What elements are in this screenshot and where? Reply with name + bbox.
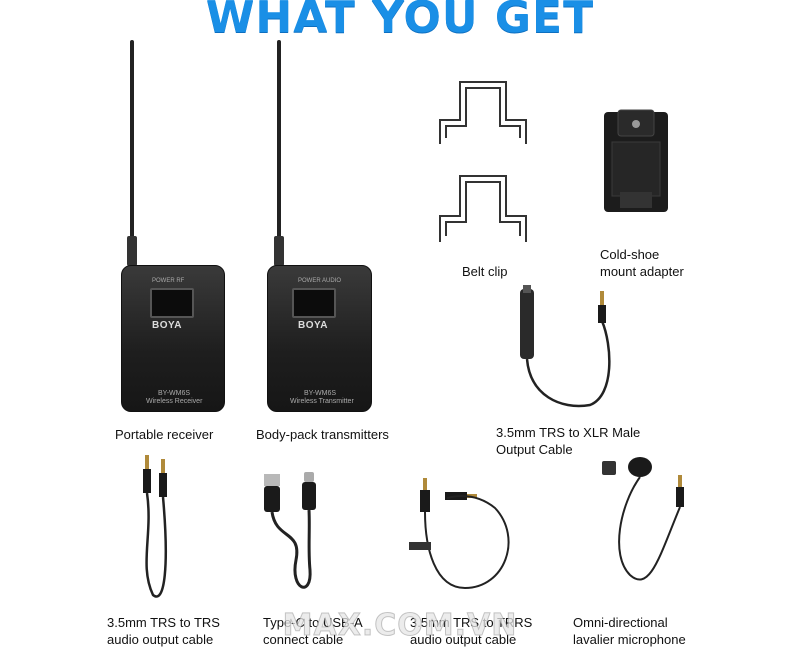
page-title: WHAT YOU GET: [205, 0, 595, 43]
item-label-portable-receiver: Portable receiver: [115, 427, 214, 442]
bodypack-transmitter-image: POWER AUDIO BOYA BY-WM6S Wireless Transm…: [263, 40, 373, 415]
belt-clip-image: [439, 81, 527, 242]
item-label-trs-trs-cable: 3.5mm TRS to TRS audio output cable: [107, 615, 220, 647]
item-label-bodypack-transmitters: Body-pack transmitters: [256, 427, 389, 442]
receiver-subtitle: Wireless Receiver: [146, 398, 203, 405]
receiver-model: BY-WM6S: [158, 390, 191, 397]
trs-trs-cable-image: [143, 455, 167, 598]
usb-cable-image: [264, 472, 316, 589]
cold-shoe-mount-image: [604, 109, 668, 212]
receiver-brand: BOYA: [152, 320, 182, 331]
transmitter-model: BY-WM6S: [304, 390, 337, 397]
transmitter-top-label: POWER AUDIO: [298, 278, 342, 284]
xlr-cable-image: [520, 285, 611, 408]
item-label-lavalier-mic: Omni-directional lavalier microphone: [573, 615, 686, 647]
item-label-belt-clip: Belt clip: [462, 264, 508, 279]
item-label-usb-cable: Type-C to USB-A connect cable: [263, 615, 363, 647]
item-label-xlr-cable: 3.5mm TRS to XLR Male Output Cable: [496, 425, 641, 457]
watermark: MAX.COM.VN: [282, 608, 518, 644]
item-label-trs-trrs-cable: 3.5mm TRS to TRRS audio output cable: [410, 615, 533, 647]
transmitter-subtitle: Wireless Transmitter: [290, 398, 354, 405]
transmitter-brand: BOYA: [298, 320, 328, 331]
lavalier-microphone-image: [602, 457, 684, 581]
trs-trrs-cable-image: [409, 478, 510, 590]
item-label-cold-shoe: Cold-shoe mount adapter: [600, 247, 684, 279]
receiver-top-label: POWER RF: [152, 278, 185, 284]
portable-receiver-image: POWER RF BOYA BY-WM6S Wireless Receiver: [118, 40, 228, 415]
